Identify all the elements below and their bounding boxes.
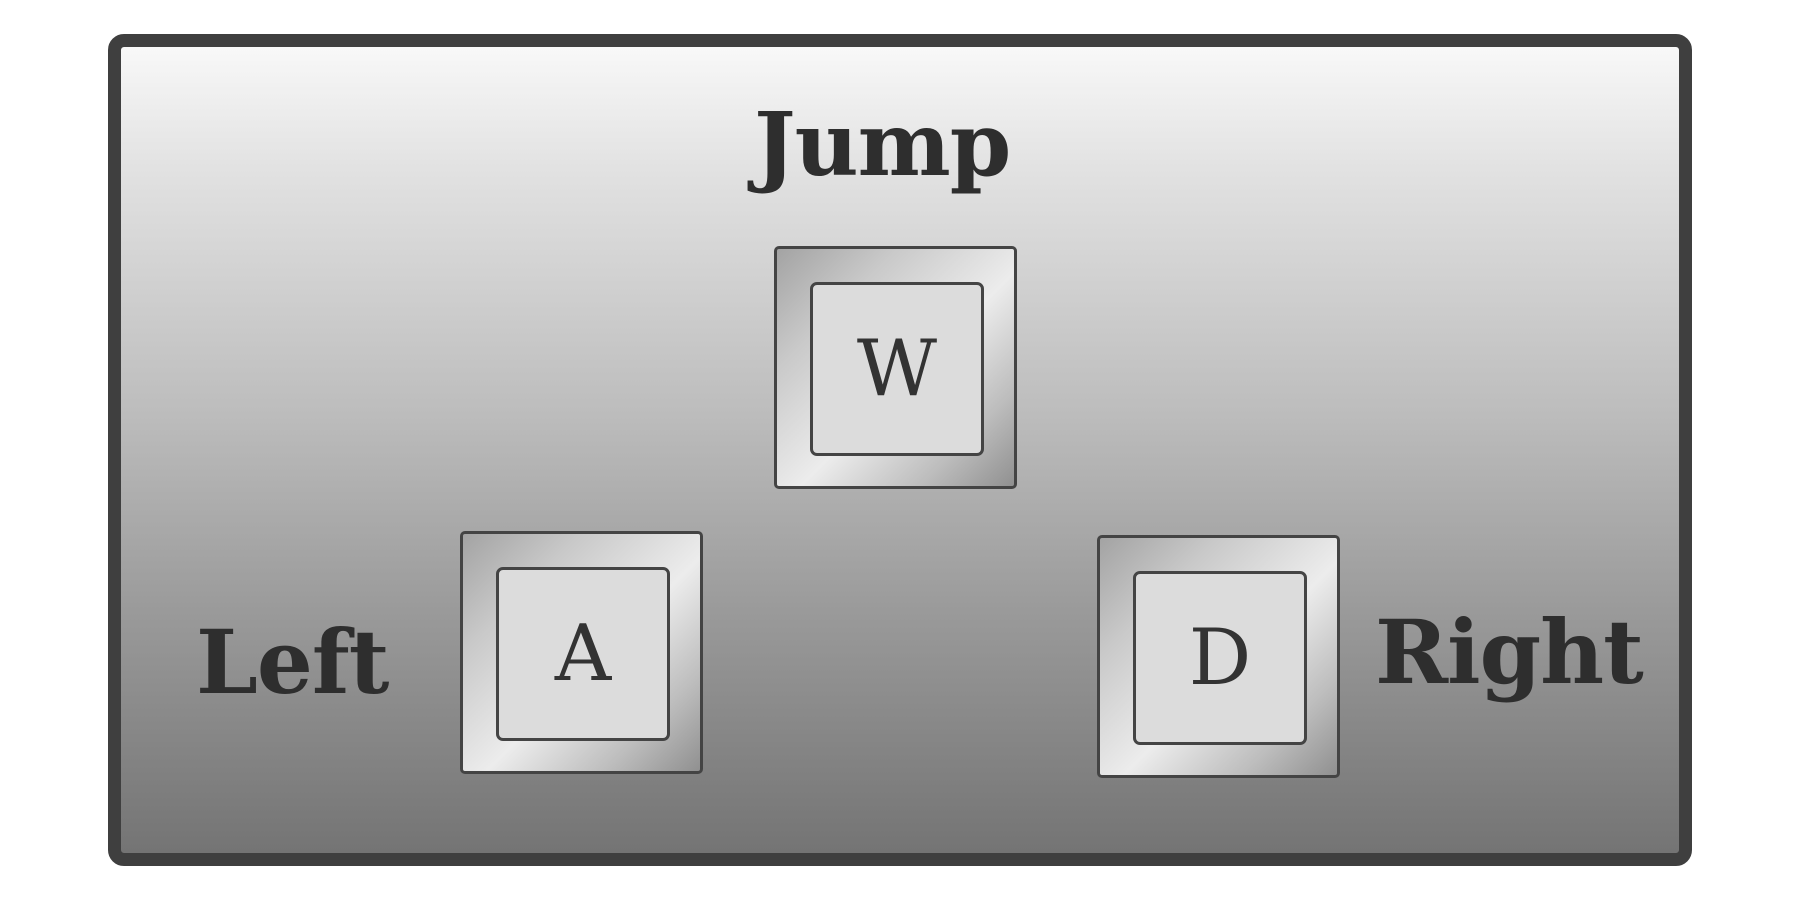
- jump-key-face: W: [810, 282, 984, 456]
- right-key-letter: D: [1188, 613, 1252, 703]
- left-key-face: A: [496, 567, 670, 741]
- left-label: Left: [196, 610, 389, 714]
- jump-key-letter: W: [856, 324, 938, 414]
- left-key-letter: A: [554, 609, 612, 699]
- right-label: Right: [1375, 600, 1644, 704]
- right-key-d[interactable]: D: [1097, 535, 1340, 778]
- right-key-face: D: [1133, 571, 1307, 745]
- jump-label: Jump: [754, 92, 1011, 196]
- left-key-a[interactable]: A: [460, 531, 703, 774]
- jump-key-w[interactable]: W: [774, 246, 1017, 489]
